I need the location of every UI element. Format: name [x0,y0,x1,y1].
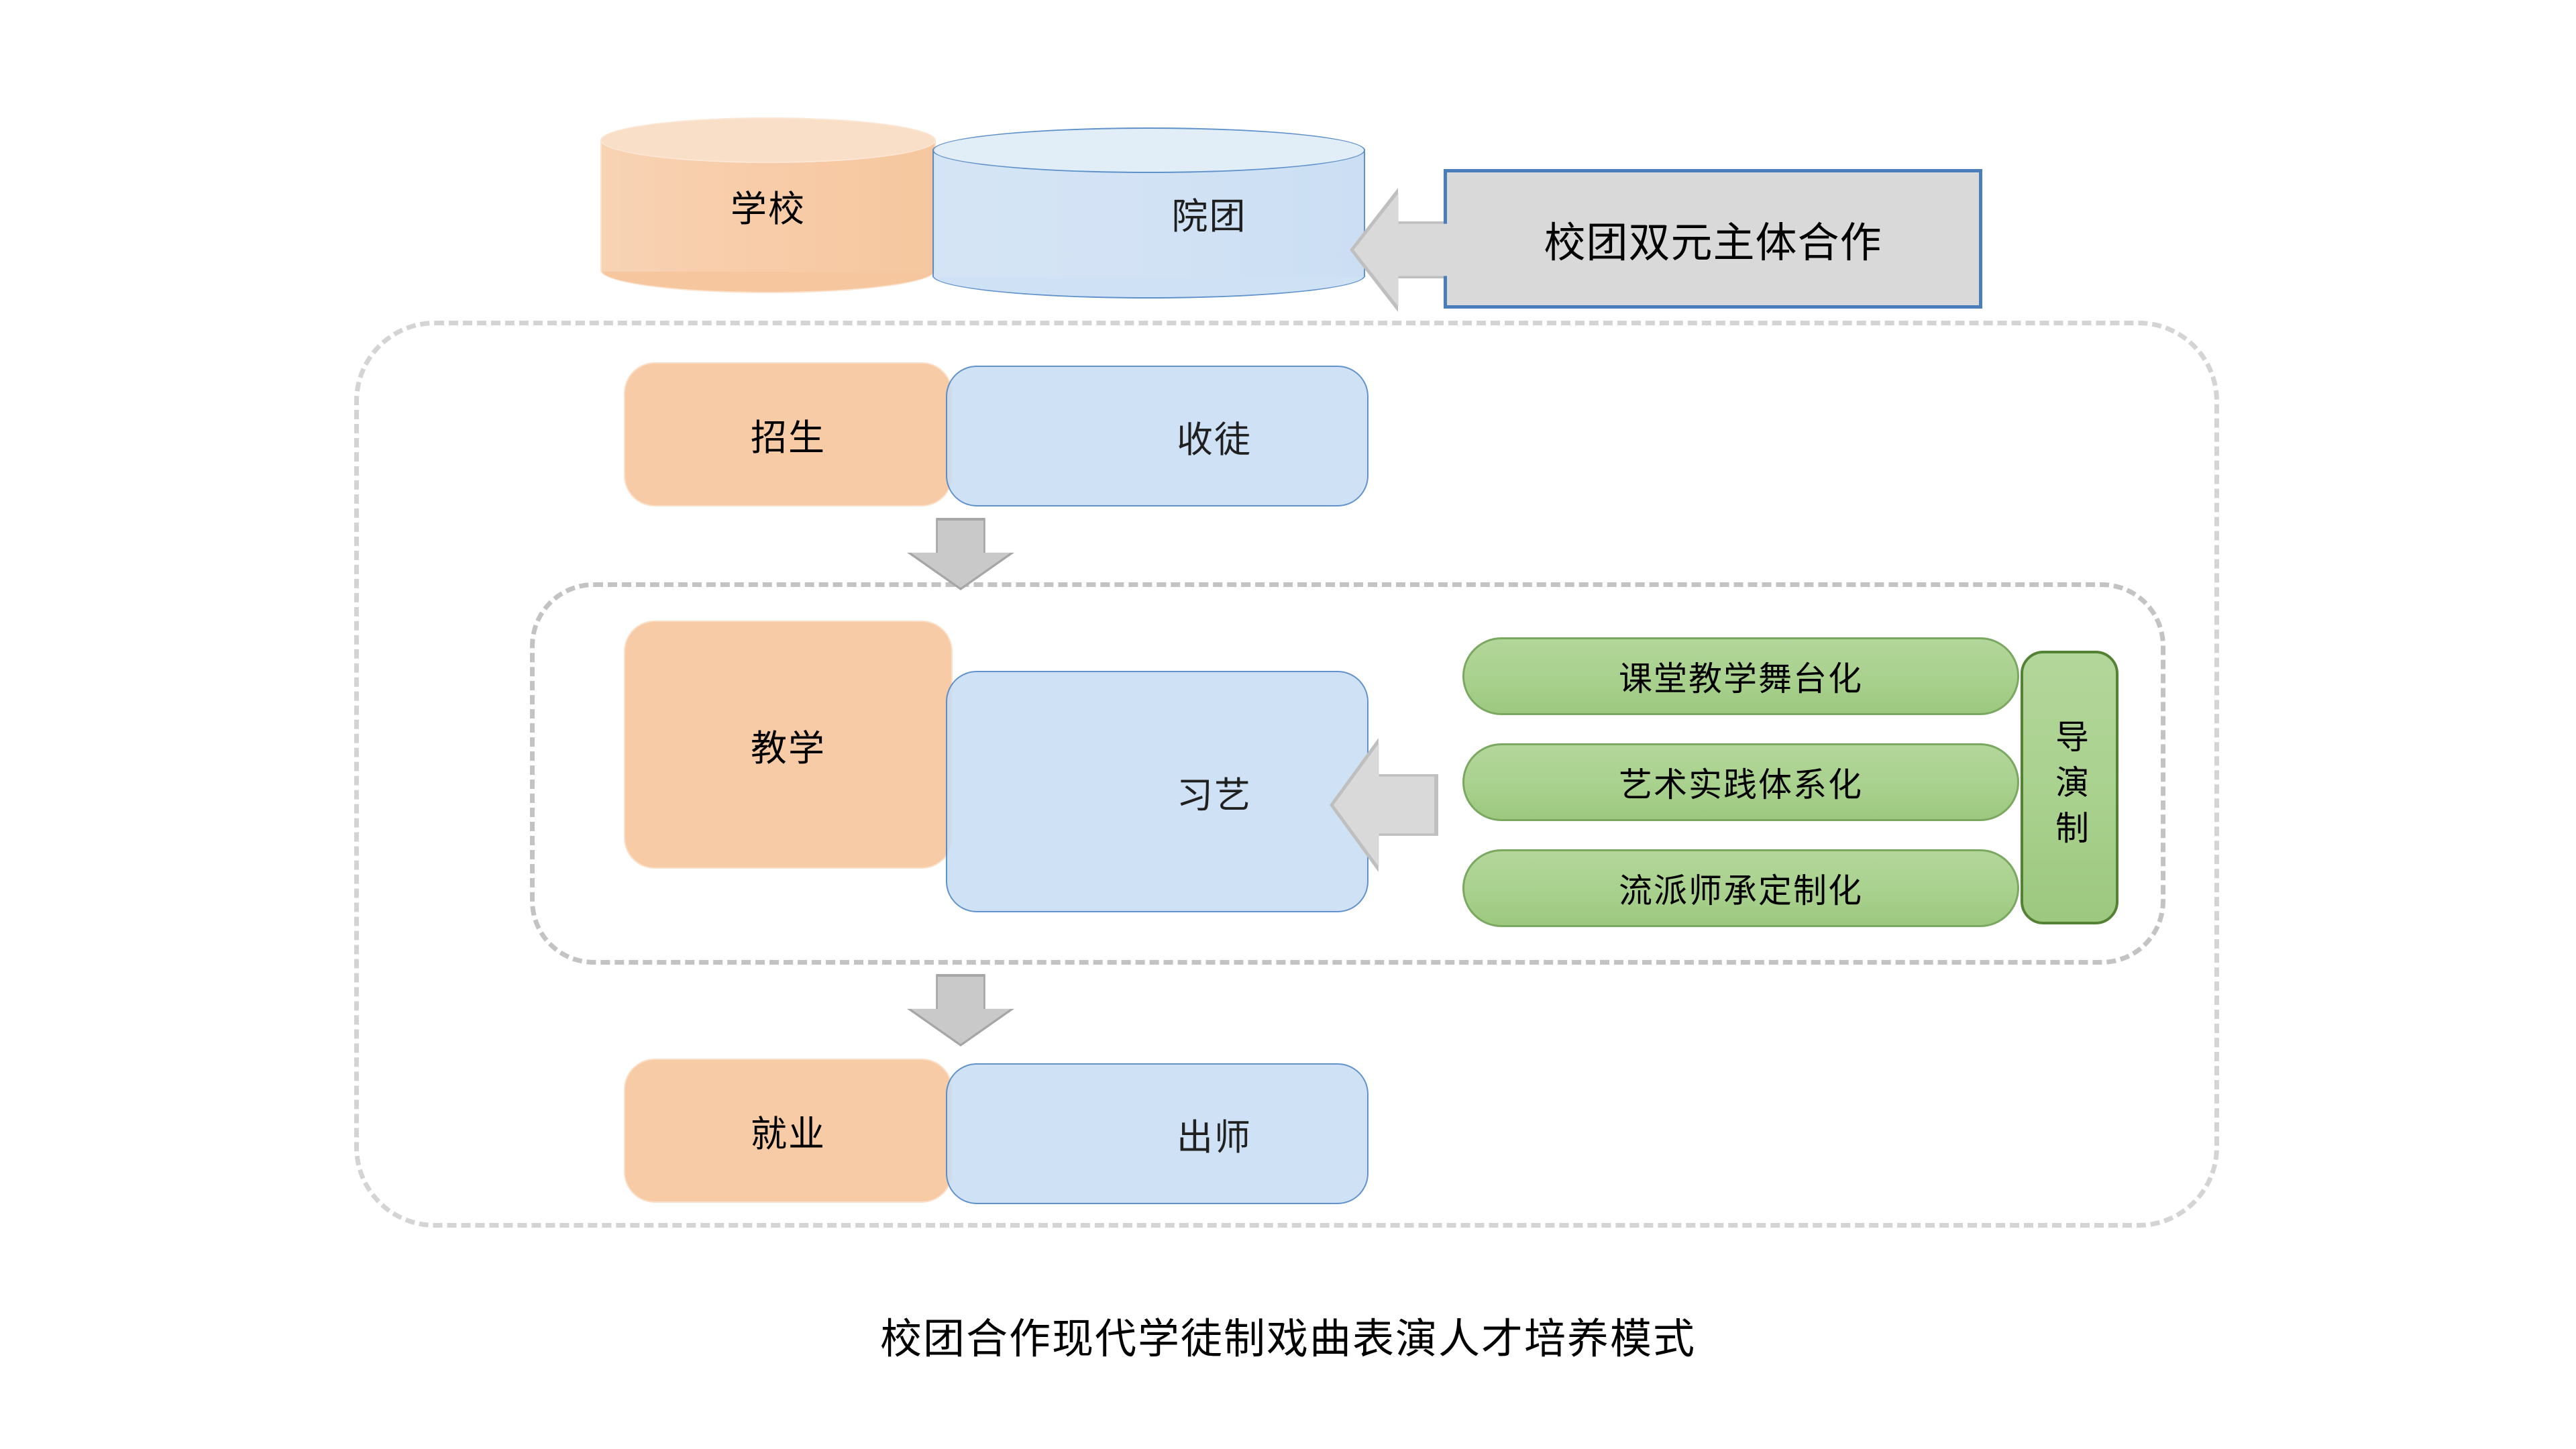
left-arrow-icon-top [1354,193,1453,307]
outer-dashed-group [354,321,2219,1228]
stage-box-recruit-troupe[interactable]: 收徒 [946,366,1368,506]
stage-box-teaching-troupe[interactable]: 习艺 [946,671,1368,912]
callout-cooperation[interactable]: 校团双元主体合作 [1444,169,1982,309]
method-pill-3[interactable]: 流派师承定制化 [1462,849,2019,927]
method-pill-2[interactable]: 艺术实践体系化 [1462,743,2019,821]
cylinder-school[interactable]: 学校 [600,117,936,293]
cylinder-school-top-cap [600,117,936,163]
stage-label-recruit-troupe: 收徒 [1177,419,1252,460]
stage-label-employment-school: 就业 [751,1114,826,1155]
director-system-box[interactable]: 导演制 [2021,651,2118,924]
stage-box-teaching-school[interactable]: 教学 [624,621,953,869]
stage-label-recruit-school: 招生 [751,418,826,458]
cylinder-troupe-top-cap [932,127,1365,173]
cylinder-troupe[interactable]: 院团 [932,127,1365,299]
stage-label-employment-troupe: 出师 [1177,1117,1252,1158]
stage-label-teaching-troupe: 习艺 [1177,775,1252,816]
inner-dashed-group [530,582,2165,965]
diagram-caption: 校团合作现代学徒制戏曲表演人才培养模式 [879,1316,1696,1362]
stage-box-employment-school[interactable]: 就业 [624,1059,953,1203]
stage-label-teaching-school: 教学 [751,728,826,769]
method-pill-1[interactable]: 课堂教学舞台化 [1462,637,2019,715]
stage-box-employment-troupe[interactable]: 出师 [946,1063,1368,1204]
stage-box-recruit-school[interactable]: 招生 [624,362,953,506]
director-system-label: 导演制 [2051,719,2088,856]
